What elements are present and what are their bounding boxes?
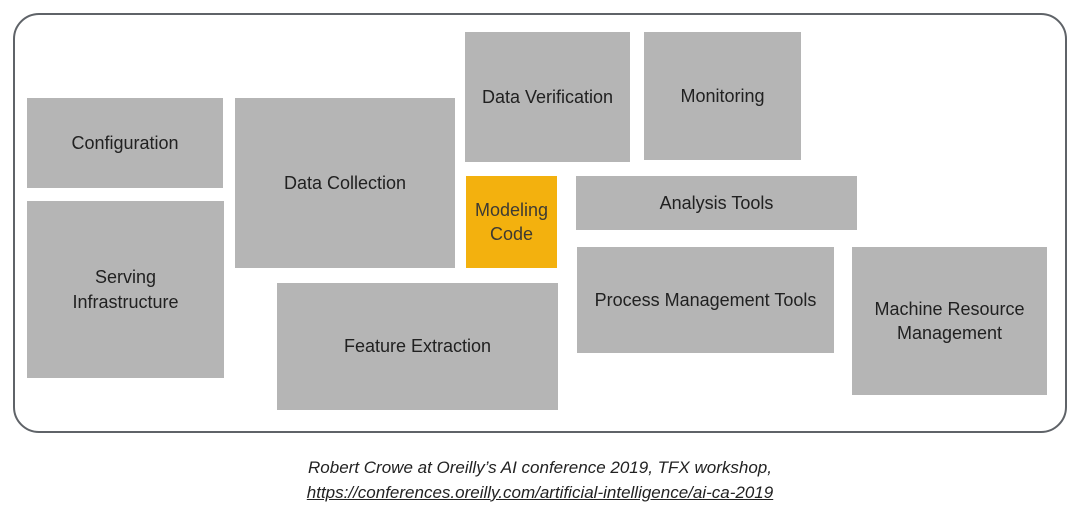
serving-infrastructure-label: Serving Infrastructure xyxy=(72,267,179,312)
data-collection-label: Data Collection xyxy=(283,172,407,193)
modeling-code-label: Modeling Code xyxy=(474,199,549,244)
data-verification-box: Data Verification xyxy=(465,32,630,162)
caption-link[interactable]: https://conferences.oreilly.com/artifici… xyxy=(306,482,774,502)
process-management-tools-box: Process Management Tools xyxy=(577,247,834,353)
modeling-code-box: Modeling Code xyxy=(466,176,557,268)
data-verification-label: Data Verification xyxy=(481,86,614,107)
feature-extraction-box: Feature Extraction xyxy=(277,283,558,410)
monitoring-box: Monitoring xyxy=(644,32,801,160)
data-collection-box: Data Collection xyxy=(235,98,455,268)
caption: Robert Crowe at Oreilly’s AI conference … xyxy=(0,456,1080,505)
analysis-tools-label: Analysis Tools xyxy=(659,192,774,213)
serving-infrastructure-box: Serving Infrastructure xyxy=(27,201,224,378)
caption-attribution: Robert Crowe at Oreilly’s AI conference … xyxy=(308,458,772,477)
analysis-tools-box: Analysis Tools xyxy=(576,176,857,230)
monitoring-label: Monitoring xyxy=(680,85,765,106)
configuration-box: Configuration xyxy=(27,98,223,188)
feature-extraction-label: Feature Extraction xyxy=(343,336,492,357)
process-management-tools-label: Process Management Tools xyxy=(594,289,817,310)
configuration-label: Configuration xyxy=(71,132,179,153)
machine-resource-management-label: Machine Resource Management xyxy=(874,298,1025,343)
machine-resource-management-box: Machine Resource Management xyxy=(852,247,1047,395)
